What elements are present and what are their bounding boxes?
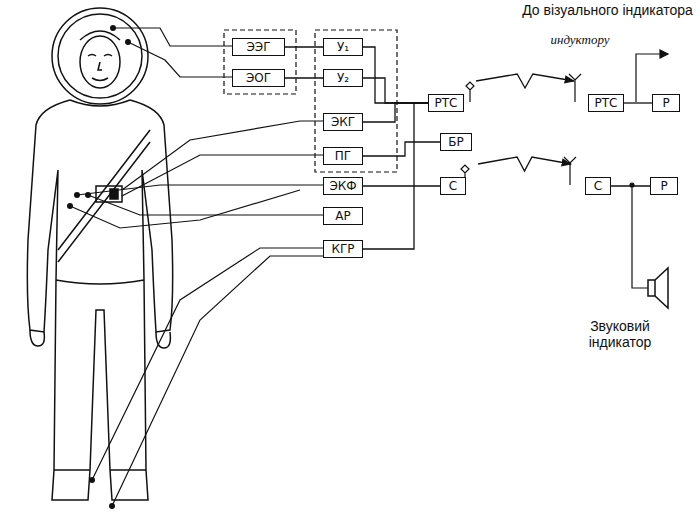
signal-wire <box>363 142 440 156</box>
block-label: АР <box>335 209 350 223</box>
signal-wire <box>611 185 650 186</box>
block-label: ЭКФ <box>329 179 356 193</box>
block-box: ЭЭГ <box>232 38 285 56</box>
block-box: У₁ <box>323 38 363 56</box>
signal-wire <box>363 78 428 103</box>
block-box: БР <box>440 133 472 151</box>
radio-link <box>478 157 571 171</box>
caption-label: индуктору <box>540 32 620 48</box>
radio-link <box>476 74 574 88</box>
block-label: БР <box>448 135 463 149</box>
block-label: ЭОГ <box>246 71 271 85</box>
output-wire <box>630 50 668 288</box>
block-box: РТС <box>428 94 464 112</box>
block-label: КГР <box>331 242 354 256</box>
block-box: Р <box>652 94 680 112</box>
signal-wire <box>363 103 428 249</box>
block-label: ЭЭГ <box>246 40 270 54</box>
caption-label: До візуального індикатора <box>520 2 695 18</box>
block-box: С <box>440 177 466 195</box>
signal-wire <box>363 185 440 186</box>
block-label: ПГ <box>335 149 351 163</box>
block-box: АР <box>323 207 363 225</box>
block-box: У₂ <box>323 69 363 87</box>
block-label: У₁ <box>337 40 349 54</box>
block-label: РТС <box>435 96 458 110</box>
sensor-wires <box>70 28 323 506</box>
signal-wire <box>363 103 428 122</box>
block-box: РТС <box>588 94 624 112</box>
block-box: ЭОГ <box>232 69 285 87</box>
block-label: Р <box>662 96 669 110</box>
signal-wire <box>285 77 323 78</box>
block-label: РТС <box>595 96 618 110</box>
electrodes <box>67 25 131 509</box>
caption-label: Звуковий індикатор <box>560 318 680 350</box>
block-label: Р <box>660 179 667 193</box>
block-box: Р <box>650 177 678 195</box>
block-box: С <box>585 177 611 195</box>
block-box: ЭКФ <box>323 177 363 195</box>
block-label: С <box>449 179 457 193</box>
signal-wire <box>624 102 652 103</box>
block-box: КГР <box>323 240 363 258</box>
speaker-symbol <box>648 268 668 308</box>
cosmonaut-figure <box>27 8 172 500</box>
block-box: ПГ <box>323 147 363 165</box>
group-bracket <box>224 30 397 172</box>
block-label: У₂ <box>337 71 349 85</box>
block-box: ЭКГ <box>323 113 363 131</box>
block-label: ЭКГ <box>331 115 355 129</box>
signal-wire <box>285 46 323 47</box>
signal-wire <box>363 47 428 103</box>
antenna-symbol <box>461 74 581 185</box>
block-label: С <box>594 179 602 193</box>
